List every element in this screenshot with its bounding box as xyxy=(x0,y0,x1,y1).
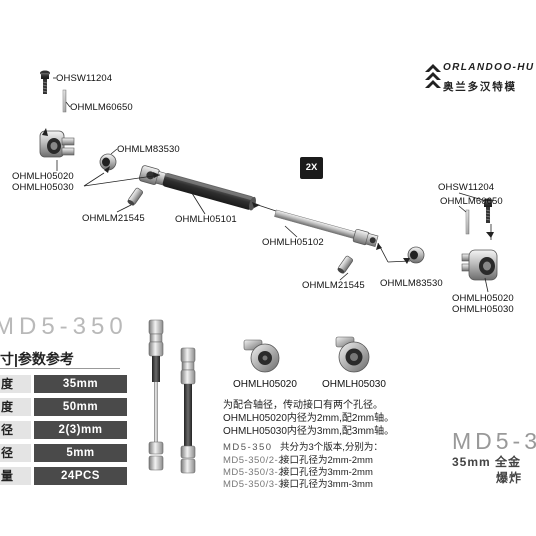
versions-header-text: 共分为3个版本,分别为： xyxy=(280,442,383,453)
spec-key: 度 xyxy=(0,375,31,393)
right-subcaption-1: 35mm 全金 xyxy=(452,455,522,469)
version-code: MD5-350/3-2 xyxy=(223,467,284,478)
label-right-yoke-b: OHMLH05030 xyxy=(452,304,514,315)
version-item: MD5-350/3-2接口孔径为3mm-2mm xyxy=(223,464,373,478)
quantity-badge: 2X xyxy=(300,157,323,179)
right-subcaption-2: 爆炸 xyxy=(496,471,523,485)
spec-value: 5mm xyxy=(34,444,127,462)
right-model-caption: MD5-3 xyxy=(452,428,536,454)
version-item: MD5-350/3-3接口孔径为3mm-3mm xyxy=(223,476,373,490)
label-left-bushing: OHMLM83530 xyxy=(117,144,180,155)
version-code: MD5-350/3-3 xyxy=(223,479,284,490)
versions-header: MD5-350 共分为3个版本,分别为： xyxy=(223,439,383,453)
label-inner-shaft: OHMLH05102 xyxy=(262,237,324,248)
right-grub-icon xyxy=(337,255,354,274)
inner-shaft-icon xyxy=(274,209,379,247)
spec-value: 35mm xyxy=(34,375,127,393)
label-left-yoke-a: OHMLH05020 xyxy=(12,171,74,182)
left-yoke-icon xyxy=(39,130,75,158)
spec-row: 度 50mm xyxy=(0,398,127,416)
label-outer-tube: OHMLH05101 xyxy=(175,214,237,225)
version-desc: 接口孔径为3mm-2mm xyxy=(280,467,373,478)
yoke-3mm-image xyxy=(335,336,370,373)
brand-name-cn: 奥兰多汉特模 xyxy=(443,81,517,93)
spec-row: 度 35mm xyxy=(0,375,127,393)
yoke-2mm-image xyxy=(243,339,280,373)
spec-row: 量 24PCS xyxy=(0,467,127,485)
spec-value: 50mm xyxy=(34,398,127,416)
version-desc: 接口孔径为3mm-3mm xyxy=(280,479,373,490)
label-left-yoke-b: OHMLH05030 xyxy=(12,182,74,193)
spec-row: 径 5mm xyxy=(0,444,127,462)
label-right-grub: OHMLM21545 xyxy=(302,280,365,291)
note-line-3: OHMLH05030内径为3mm,配3mm轴。 xyxy=(223,426,395,437)
yoke-label-a: OHMLH05020 xyxy=(233,379,297,390)
version-desc: 接口孔径为2mm-2mm xyxy=(280,455,373,466)
spec-key: 度 xyxy=(0,398,31,416)
assembled-shafts-image xyxy=(148,319,196,474)
brand-name: ORLANDOO-HU xyxy=(443,62,535,73)
outer-tube-icon xyxy=(138,165,256,211)
spec-key: 径 xyxy=(0,444,31,462)
model-number-watermark: MD5-350 xyxy=(0,313,128,340)
label-right-bushing: OHMLM83530 xyxy=(380,278,443,289)
right-bushing-icon xyxy=(407,246,425,264)
note-line-1: 为配合轴径，传动接口有两个孔径。 xyxy=(223,400,383,411)
spec-key: 径 xyxy=(0,421,31,439)
spec-value: 24PCS xyxy=(34,467,127,485)
left-bushing-icon xyxy=(99,153,117,171)
spec-divider xyxy=(0,368,120,369)
label-right-yoke-a: OHMLH05020 xyxy=(452,293,514,304)
left-screw-icon xyxy=(40,70,50,94)
label-left-pin: OHMLM60650 xyxy=(70,102,133,113)
spec-key: 量 xyxy=(0,467,31,485)
version-item: MD5-350/2-2接口孔径为2mm-2mm xyxy=(223,452,373,466)
label-right-screw: OHSW11204 xyxy=(438,182,495,193)
right-pin-icon xyxy=(465,209,470,235)
spec-value: 2(3)mm xyxy=(34,421,127,439)
spec-row: 径 2(3)mm xyxy=(0,421,127,439)
versions-header-code: MD5-350 xyxy=(223,442,273,453)
arrow-heads xyxy=(42,128,494,264)
label-left-screw: OHSW11204 xyxy=(56,73,113,84)
exploded-diagram xyxy=(39,64,498,293)
brand-logo-icon xyxy=(425,64,441,88)
right-screw-icon xyxy=(483,198,493,223)
label-right-pin: OHMLM60650 xyxy=(440,196,503,207)
spec-title: 寸|参数参考 xyxy=(0,351,74,367)
left-pin-icon xyxy=(62,89,67,113)
right-yoke-icon xyxy=(461,249,498,281)
left-grub-icon xyxy=(127,187,144,206)
label-left-grub: OHMLM21545 xyxy=(82,213,145,224)
leader-lines xyxy=(53,77,489,293)
yoke-label-b: OHMLH05030 xyxy=(322,379,386,390)
version-code: MD5-350/2-2 xyxy=(223,455,284,466)
note-line-2: OHMLH05020内径为2mm,配2mm轴。 xyxy=(223,413,395,424)
